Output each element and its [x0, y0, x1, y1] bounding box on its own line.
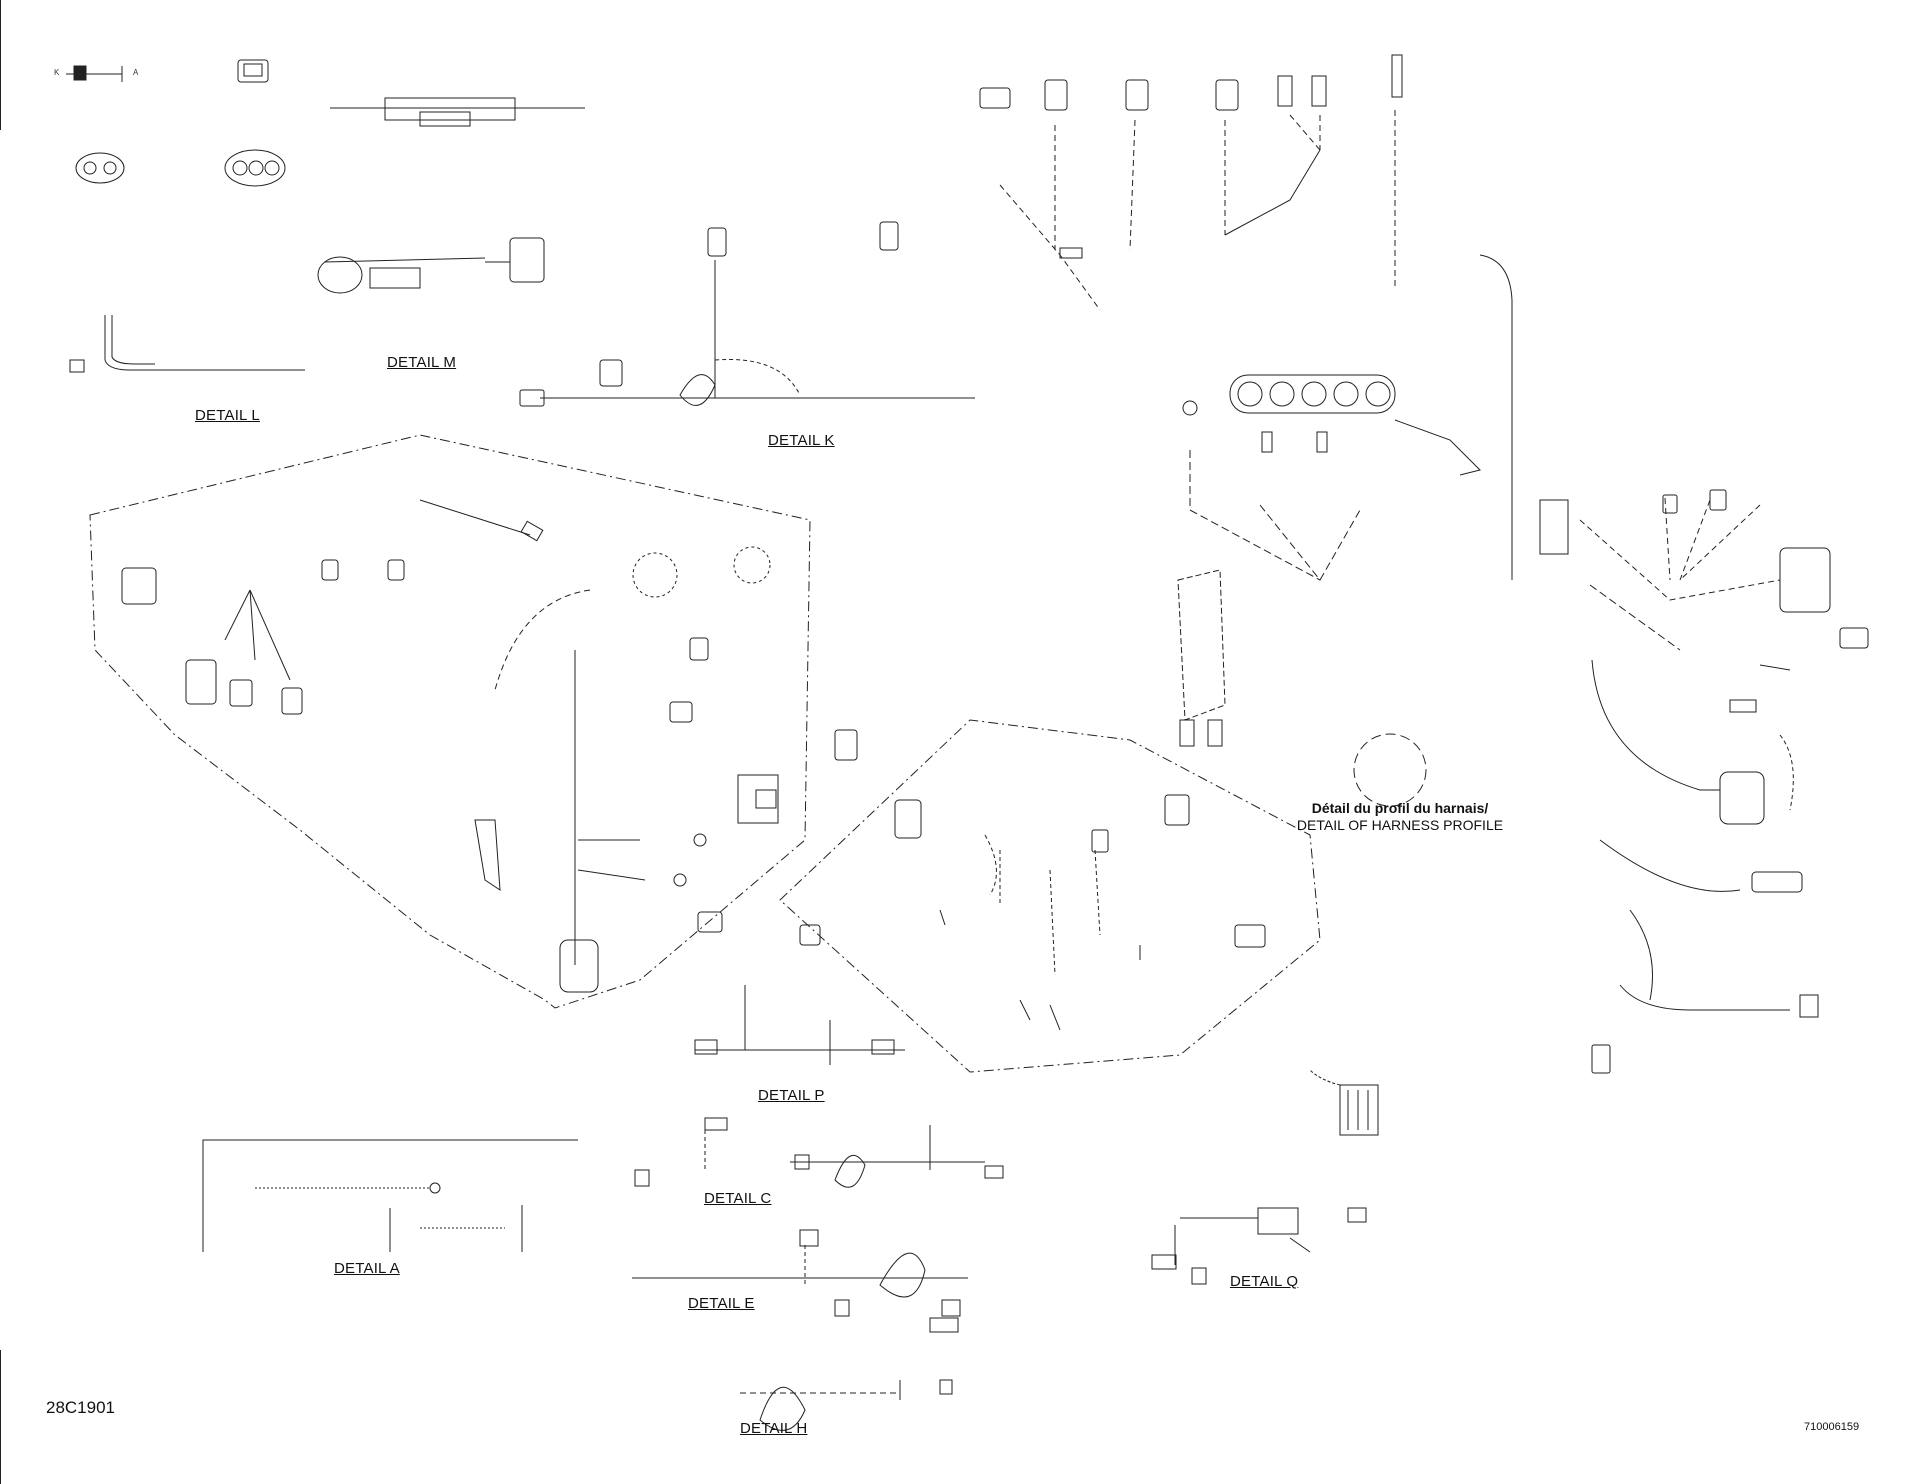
detail-c-title: DETAIL C: [704, 1190, 772, 1207]
detail-h-title: DETAIL H: [740, 1420, 808, 1437]
legend-connector-sketches: [66, 59, 585, 187]
left-region-outline: [89, 434, 811, 1009]
detail-k-sketch: [519, 221, 975, 407]
detail-p-sketch: [694, 985, 905, 1065]
detail-a-sketch: [202, 1139, 578, 1252]
detail-c-sketch: [634, 1117, 1004, 1188]
detail-q-title: DETAIL Q: [1230, 1273, 1299, 1290]
k-marker: K: [54, 68, 60, 77]
detail-a-title: DETAIL A: [334, 1260, 400, 1277]
detail-m-sketch: [317, 237, 545, 294]
relay-block: [1309, 1069, 1379, 1136]
center-region-outline: [779, 719, 1321, 1073]
top-center-connectors: [979, 54, 1513, 580]
ground-bus-bar: [1182, 374, 1481, 581]
detail-m-title: DETAIL M: [387, 354, 457, 371]
harness-profile-title-fr: Détail du profil du harnais/: [1311, 800, 1489, 816]
center-region-components: [799, 719, 1266, 1031]
detail-p-title: DETAIL P: [758, 1087, 825, 1104]
a-marker: A: [133, 68, 139, 77]
drawing-reference: 28C1901: [46, 1398, 116, 1417]
harness-profile-title-en: DETAIL OF HARNESS PROFILE: [1296, 817, 1504, 833]
detail-q-sketch: [1151, 1207, 1367, 1285]
detail-k-title: DETAIL K: [768, 432, 835, 449]
detail-l-title: DETAIL L: [195, 407, 260, 424]
detail-e-title: DETAIL E: [688, 1295, 755, 1312]
detail-h-sketch: [740, 1379, 953, 1431]
right-side-components: [1353, 489, 1869, 1074]
vertical-panel-outline: [1177, 569, 1226, 721]
detail-e-sketch: [632, 1229, 968, 1333]
harness-profile-label: Détail du profil du harnais/ DETAIL OF H…: [1290, 800, 1510, 834]
detail-l-sketch: [69, 315, 305, 373]
part-number: 710006159: [1804, 1421, 1860, 1433]
left-region-components: [121, 499, 779, 993]
